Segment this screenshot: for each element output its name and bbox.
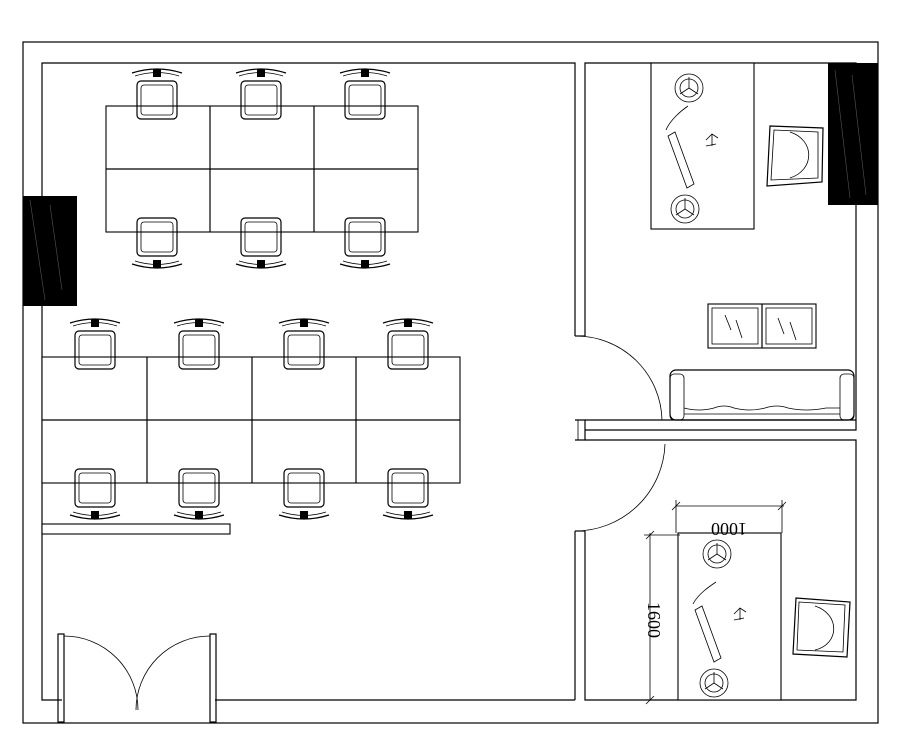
desk-cluster-lower — [41, 356, 461, 484]
monitor-icon — [665, 105, 695, 189]
office-chair — [173, 468, 225, 520]
desk-cluster-upper — [105, 105, 419, 233]
manager-desk-upper — [650, 62, 755, 230]
phone-icon — [705, 133, 719, 147]
walls — [22, 41, 879, 724]
office-chair — [339, 217, 391, 269]
office-chair — [69, 318, 121, 370]
office-chair — [131, 68, 183, 120]
office-chair — [131, 217, 183, 269]
office-chair — [278, 318, 330, 370]
door-upper-office[interactable] — [574, 335, 663, 421]
office-chair — [235, 68, 287, 120]
door-lower-office[interactable] — [574, 443, 666, 532]
office-chair — [382, 468, 434, 520]
armchair-lower — [792, 597, 851, 658]
window-right — [828, 63, 878, 205]
office-chair — [69, 468, 121, 520]
coffee-table — [707, 303, 817, 349]
desk-lamp-icon — [670, 194, 700, 224]
dimension-length: 1600 — [644, 530, 680, 705]
monitor-icon — [692, 581, 722, 663]
cabinet — [41, 523, 231, 535]
desk-lamp-icon — [674, 73, 704, 103]
office-chairs — [69, 68, 434, 520]
sofa — [669, 369, 855, 421]
dimension-label-width: 1000 — [711, 519, 747, 539]
desk-lamp-icon — [702, 539, 732, 569]
office-chair — [382, 318, 434, 370]
desk-lamp-icon — [699, 668, 729, 698]
dimension-width: 1000 — [671, 500, 787, 539]
office-chair — [339, 68, 391, 120]
office-chair — [278, 468, 330, 520]
dimension-label-length: 1600 — [644, 602, 664, 638]
entrance-double-door[interactable] — [57, 633, 217, 723]
armchair-upper — [766, 125, 824, 187]
manager-desk-lower — [677, 532, 782, 701]
office-chair — [173, 318, 225, 370]
window-left — [23, 196, 77, 306]
phone-icon — [733, 607, 747, 621]
office-chair — [235, 217, 287, 269]
